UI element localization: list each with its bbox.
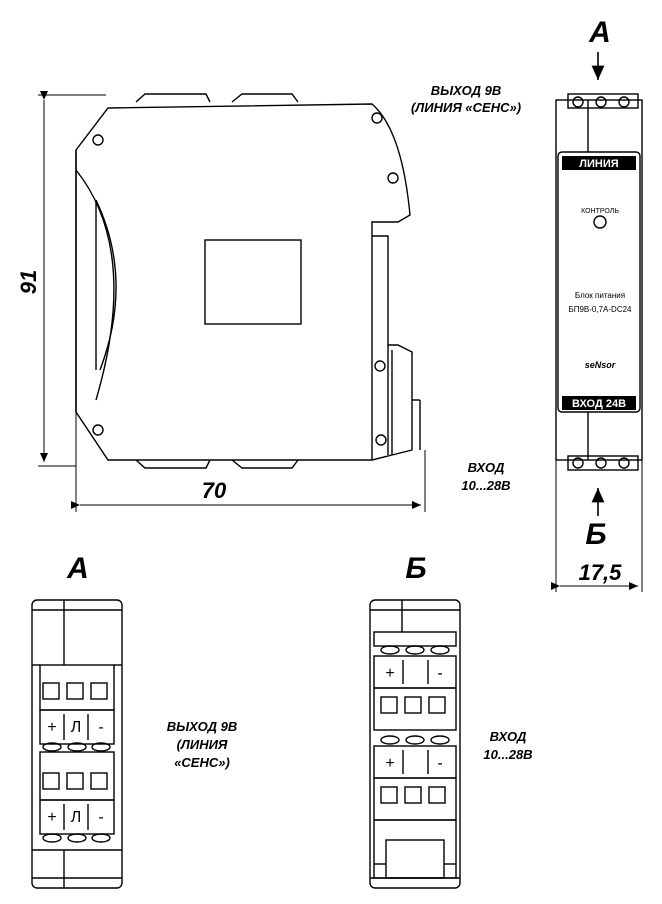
view-b-caption-line2: 10...28В [483, 747, 532, 762]
output-caption-line2: (ЛИНИЯ «СЕНС») [411, 100, 521, 115]
front-view: А ЛИНИЯ КОНТРОЛЬ Блок питания БП9В-0,7А-… [555, 16, 643, 551]
side-view [75, 93, 421, 469]
view-b-marker: Б [585, 518, 606, 551]
panel-bottom-label: ВХОД 24В [572, 398, 626, 410]
view-b-terminal2-minus: - [437, 755, 442, 772]
input-caption-line1: ВХОД [468, 460, 505, 475]
panel-logo: seNsor [585, 360, 616, 370]
view-b-caption-line1: ВХОД [490, 729, 527, 744]
dimension-depth [71, 412, 426, 512]
panel-device-line1: Блок питания [575, 291, 625, 300]
dimension-height [38, 91, 106, 467]
view-a-caption-line3: «СЕНС») [174, 755, 230, 770]
view-a-terminal2-plus: + [47, 809, 56, 826]
view-b [369, 599, 461, 889]
view-a-caption-line2: (ЛИНИЯ [177, 737, 228, 752]
view-b-terminal-plus: + [385, 665, 394, 682]
dimension-width-value: 17,5 [579, 560, 623, 585]
view-a-terminal-minus: - [98, 719, 103, 736]
input-caption-line2: 10...28В [461, 478, 510, 493]
view-a-caption-line1: ВЫХОД 9В [167, 719, 237, 734]
panel-device-line2: БП9В-0,7А-DC24 [568, 305, 632, 314]
dimension-depth-value: 70 [202, 478, 227, 503]
view-b-terminal-minus: - [437, 665, 442, 682]
view-a-terminal2-line: Л [71, 809, 82, 826]
panel-indicator-label: КОНТРОЛЬ [581, 208, 619, 215]
view-a-title: А [66, 552, 89, 585]
view-a-terminal2-minus: - [98, 809, 103, 826]
view-a [31, 599, 123, 889]
view-a-terminal-plus: + [47, 719, 56, 736]
view-a-terminal-line: Л [71, 719, 82, 736]
output-caption-line1: ВЫХОД 9В [431, 83, 501, 98]
dimension-height-value: 91 [16, 270, 41, 294]
view-b-terminal2-plus: + [385, 755, 394, 772]
view-a-marker: А [588, 16, 611, 49]
dimension-width [551, 460, 643, 592]
view-b-title: Б [405, 552, 426, 585]
panel-top-label: ЛИНИЯ [579, 158, 618, 170]
